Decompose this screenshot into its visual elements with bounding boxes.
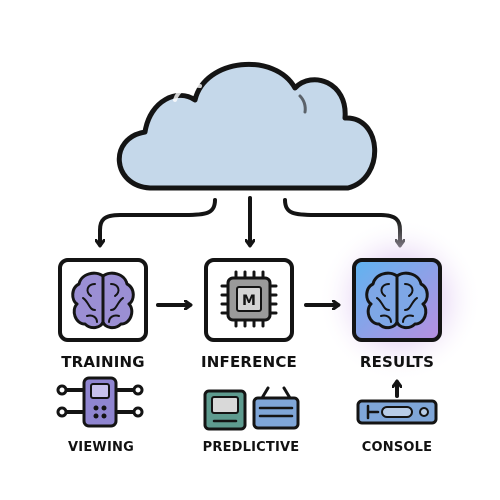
console-label: CONSOLE xyxy=(362,440,432,455)
predlictive-label: PREDLICTIVE xyxy=(203,440,300,455)
results-node xyxy=(352,258,442,342)
cpu-chip-icon: M xyxy=(220,270,278,328)
chip-letter: M xyxy=(242,293,256,309)
training-node xyxy=(58,258,148,342)
radio-icon xyxy=(252,386,300,430)
training-label: TRAINING xyxy=(61,353,145,371)
cloud-to-training-arrow xyxy=(100,198,217,245)
handheld-device-icon xyxy=(56,376,144,428)
inference-node: M xyxy=(204,258,294,342)
brain-icon xyxy=(71,271,135,330)
results-label: RESULTS xyxy=(360,353,434,371)
console-bar-icon xyxy=(356,399,438,425)
inference-label: INFERENCE xyxy=(201,353,297,371)
brain-icon xyxy=(365,271,429,330)
monitor-icon xyxy=(203,389,247,431)
viewing-label: VIEWING xyxy=(68,440,134,455)
cloud-icon xyxy=(116,61,378,191)
